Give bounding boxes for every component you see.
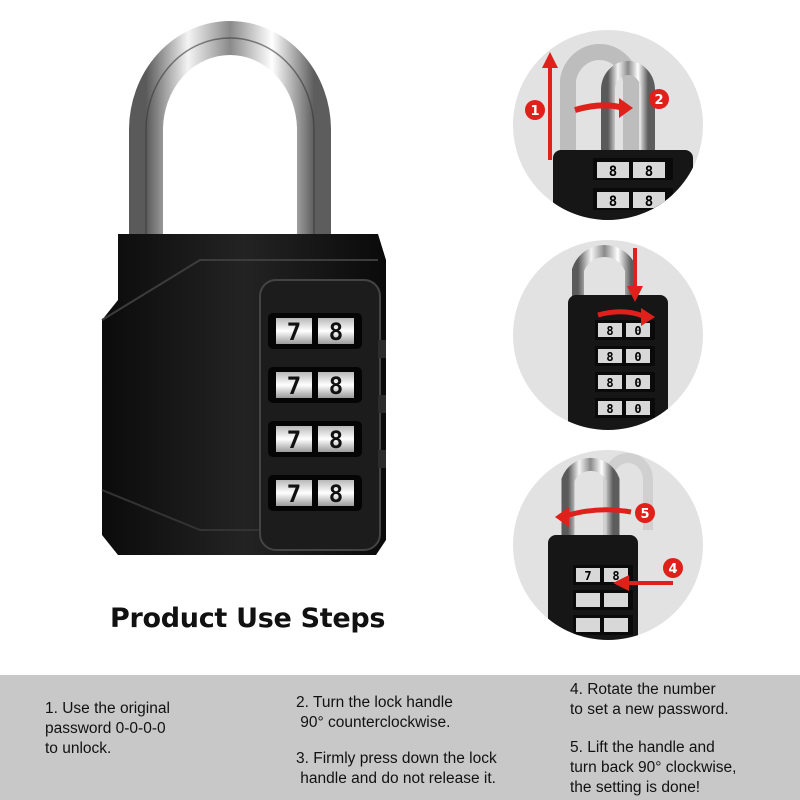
svg-text:7: 7 — [287, 426, 301, 454]
headline-product-use-steps: Product Use Steps — [110, 603, 386, 634]
svg-text:8: 8 — [612, 569, 619, 583]
svg-text:8: 8 — [329, 372, 343, 400]
svg-text:5: 5 — [640, 507, 649, 522]
step-4-text: 4. Rotate the number to set a new passwo… — [570, 681, 729, 718]
dial-row-1: 7 8 — [268, 313, 362, 349]
svg-text:4: 4 — [668, 562, 677, 577]
svg-text:8: 8 — [606, 376, 613, 390]
svg-text:8: 8 — [645, 194, 653, 210]
svg-text:8: 8 — [609, 194, 617, 210]
svg-text:8: 8 — [609, 164, 617, 180]
instructions-band: 1. Use the original password 0-0-0-0 to … — [0, 675, 800, 800]
svg-text:8: 8 — [606, 324, 613, 338]
svg-text:7: 7 — [287, 318, 301, 346]
svg-text:7: 7 — [287, 372, 301, 400]
dial-row-2: 7 8 — [268, 367, 362, 403]
svg-text:0: 0 — [634, 324, 641, 338]
svg-text:7: 7 — [584, 569, 591, 583]
step-2-text: 2. Turn the lock handle 90° counterclock… — [296, 694, 453, 731]
svg-text:8: 8 — [606, 402, 613, 416]
svg-text:8: 8 — [329, 426, 343, 454]
svg-text:8: 8 — [329, 480, 343, 508]
svg-text:1: 1 — [530, 104, 539, 119]
svg-text:7: 7 — [287, 480, 301, 508]
step-circle-unlock: 8 8 8 8 1 2 — [513, 30, 703, 220]
dial-row-4: 7 8 — [268, 475, 362, 511]
step-circle-press: 8 0 8 0 8 0 8 0 — [513, 240, 703, 430]
step-1-text: 1. Use the original password 0-0-0-0 to … — [45, 700, 170, 757]
svg-text:2: 2 — [654, 93, 663, 108]
svg-text:8: 8 — [606, 350, 613, 364]
dial-row-3: 7 8 — [268, 421, 362, 457]
svg-text:8: 8 — [329, 318, 343, 346]
step-circle-reset: 7 8 5 4 — [513, 450, 703, 640]
svg-text:0: 0 — [634, 402, 641, 416]
svg-text:8: 8 — [645, 164, 653, 180]
svg-text:0: 0 — [634, 350, 641, 364]
main-padlock-image: 7 8 7 8 7 8 7 8 — [80, 20, 420, 580]
svg-text:0: 0 — [634, 376, 641, 390]
step-3-text: 3. Firmly press down the lock handle and… — [296, 750, 497, 787]
step-5-text: 5. Lift the handle and turn back 90° clo… — [570, 739, 737, 796]
